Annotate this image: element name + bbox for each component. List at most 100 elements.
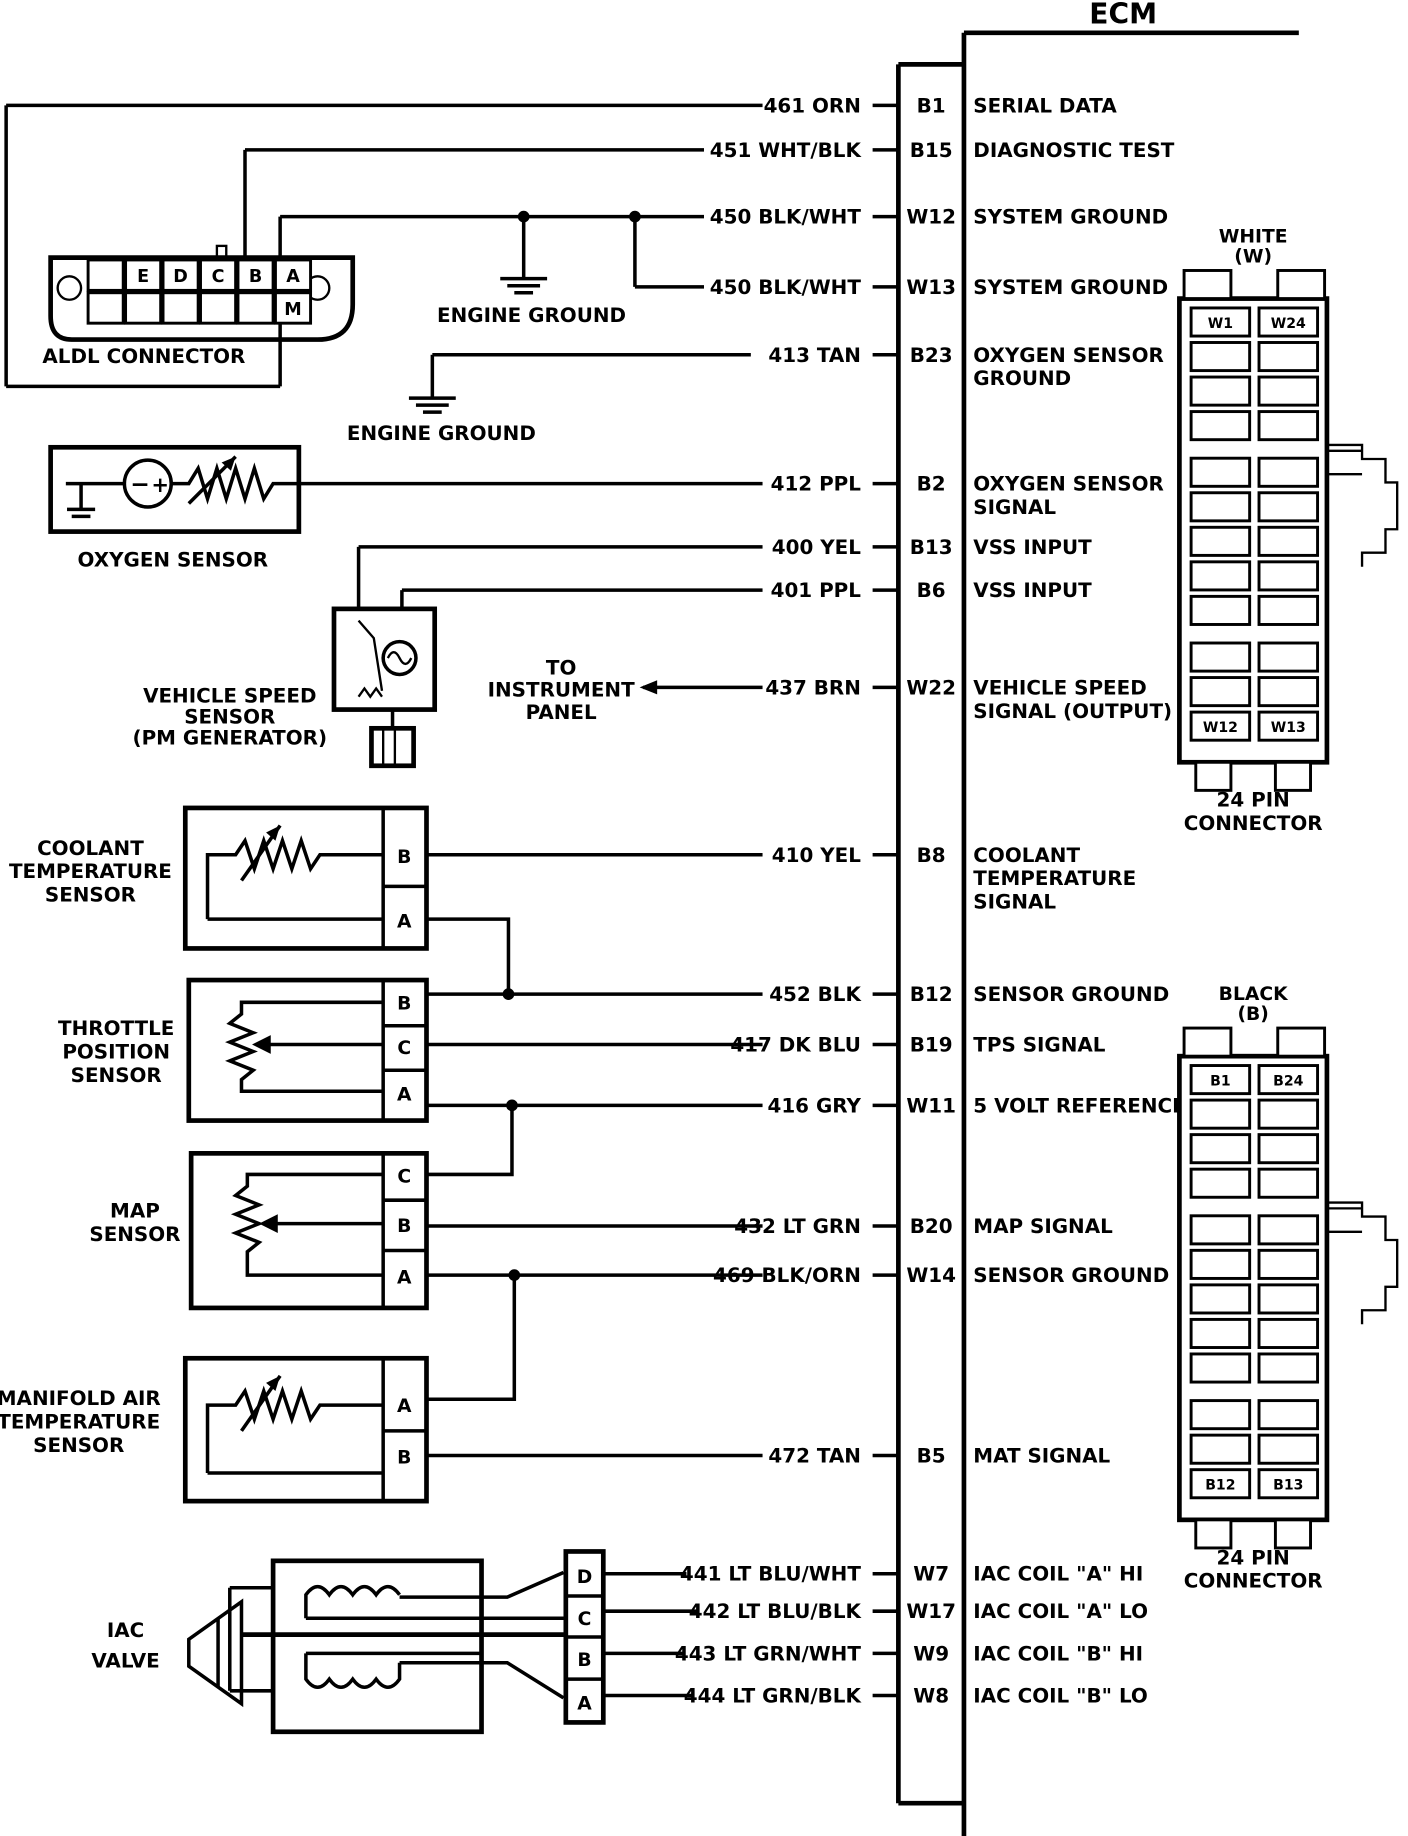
pin-function: TPS SIGNAL xyxy=(973,1033,1105,1056)
pin-function: SIGNAL (OUTPUT) xyxy=(973,700,1172,723)
iac-pin-b: B xyxy=(577,1650,591,1671)
ecm-pin: B12 xyxy=(910,983,953,1006)
pin-function: VEHICLE SPEED xyxy=(973,676,1146,699)
aldl-pin-top: A xyxy=(286,267,300,287)
to-label: TO xyxy=(546,656,576,679)
ecm-pin: B8 xyxy=(917,844,946,867)
aldl-pin-top: B xyxy=(249,267,262,287)
oxygen-sensor[interactable]: − + OXYGEN SENSOR xyxy=(48,444,763,572)
circuit-label: 450 BLK/WHT xyxy=(710,206,862,229)
system-ground-junction: ENGINE GROUND xyxy=(437,210,704,327)
circuit-label: 412 PPL xyxy=(771,473,862,496)
vss-label-2: SENSOR xyxy=(184,706,275,729)
map-sensor[interactable]: C B A MAP SENSOR xyxy=(89,1105,763,1311)
mat-label-1: MANIFOLD AIR xyxy=(0,1387,161,1410)
mat-label-3: SENSOR xyxy=(33,1434,124,1457)
pin-function: 5 VOLT REFERENCE xyxy=(973,1094,1185,1117)
pin-function: DIAGNOSTIC TEST xyxy=(973,139,1174,162)
connector-pin-label: W13 xyxy=(1271,720,1306,736)
ecm-pin: W8 xyxy=(913,1685,949,1708)
cts-label-2: TEMPERATURE xyxy=(9,860,172,883)
circuit-label: 410 YEL xyxy=(772,844,861,867)
vehicle-speed-sensor[interactable]: VEHICLE SPEED SENSOR (PM GENERATOR) xyxy=(132,545,763,769)
aldl-pin-top: C xyxy=(212,267,225,287)
circuit-label: 401 PPL xyxy=(771,579,862,602)
pin-function: SIGNAL xyxy=(973,496,1056,519)
map-pin-c: C xyxy=(397,1167,411,1188)
iac-valve[interactable]: D C B A IAC VALVE xyxy=(91,1549,699,1735)
circuit-label: 444 LT GRN/BLK xyxy=(684,1685,863,1708)
instrument-panel-output: TO INSTRUMENT PANEL xyxy=(488,656,763,724)
iac-pin-d: D xyxy=(577,1567,593,1588)
aldl-pin-top: E xyxy=(137,267,149,287)
cts-pin-b: B xyxy=(397,847,411,868)
map-label-2: SENSOR xyxy=(89,1223,180,1246)
ecm-pin: W7 xyxy=(913,1563,949,1586)
wire-row[interactable]: 450 BLK/WHT W12 SYSTEM GROUND xyxy=(710,206,1168,229)
o2-ground: ENGINE GROUND xyxy=(347,353,751,445)
connector-caption-2: CONNECTOR xyxy=(1184,1570,1323,1593)
panel-label: PANEL xyxy=(526,701,597,724)
connector-pin-label: B12 xyxy=(1205,1478,1235,1494)
connector-pin-label: B1 xyxy=(1210,1073,1230,1089)
pin-function: IAC COIL "A" LO xyxy=(973,1600,1148,1623)
tps-label-2: POSITION xyxy=(62,1041,170,1064)
connector-pin-label: B24 xyxy=(1273,1073,1303,1089)
circuit-label: 443 LT GRN/WHT xyxy=(675,1642,861,1665)
pin-function: IAC COIL "A" HI xyxy=(973,1563,1143,1586)
aldl-pin-bottom: M xyxy=(284,300,301,320)
tps-pin-a: A xyxy=(397,1085,412,1106)
oxygen-sensor-label: OXYGEN SENSOR xyxy=(78,549,269,572)
map-label-1: MAP xyxy=(110,1200,160,1223)
connector-color-label: WHITE xyxy=(1219,226,1288,247)
engine-ground-label-1: ENGINE GROUND xyxy=(437,304,626,327)
tps-pin-b: B xyxy=(397,993,411,1014)
throttle-position-sensor[interactable]: B C A THROTTLE POSITION SENSOR xyxy=(58,977,763,1123)
circuit-label: 451 WHT/BLK xyxy=(710,139,863,162)
ecm-pin: B1 xyxy=(917,94,946,117)
connector-caption-1: 24 PIN xyxy=(1217,789,1290,812)
connector-color-label: BLACK xyxy=(1219,984,1289,1005)
pin-function: SIGNAL xyxy=(973,891,1056,914)
connector-code: (W) xyxy=(1234,246,1272,267)
aldl-label: ALDL CONNECTOR xyxy=(42,345,245,368)
ecm-pin: W9 xyxy=(913,1642,949,1665)
ecm-pin: W12 xyxy=(906,206,956,229)
iac-pin-c: C xyxy=(578,1609,592,1630)
manifold-air-temperature-sensor[interactable]: A B MANIFOLD AIR TEMPERATURE SENSOR xyxy=(0,1275,763,1504)
pin-function: MAP SIGNAL xyxy=(973,1215,1113,1238)
connector-pin-label: W24 xyxy=(1271,316,1306,332)
pin-function: SYSTEM GROUND xyxy=(973,276,1168,299)
ecm-pin: W22 xyxy=(906,676,956,699)
pin-function: SENSOR GROUND xyxy=(973,983,1169,1006)
pin-function: VSS INPUT xyxy=(973,579,1092,602)
mat-label-2: TEMPERATURE xyxy=(0,1411,160,1434)
connector-pin-label: W1 xyxy=(1208,316,1233,332)
coolant-temperature-sensor[interactable]: B A COOLANT TEMPERATURE SENSOR xyxy=(9,805,763,995)
pin-function: VSS INPUT xyxy=(973,536,1092,559)
pin-function: SYSTEM GROUND xyxy=(973,206,1168,229)
